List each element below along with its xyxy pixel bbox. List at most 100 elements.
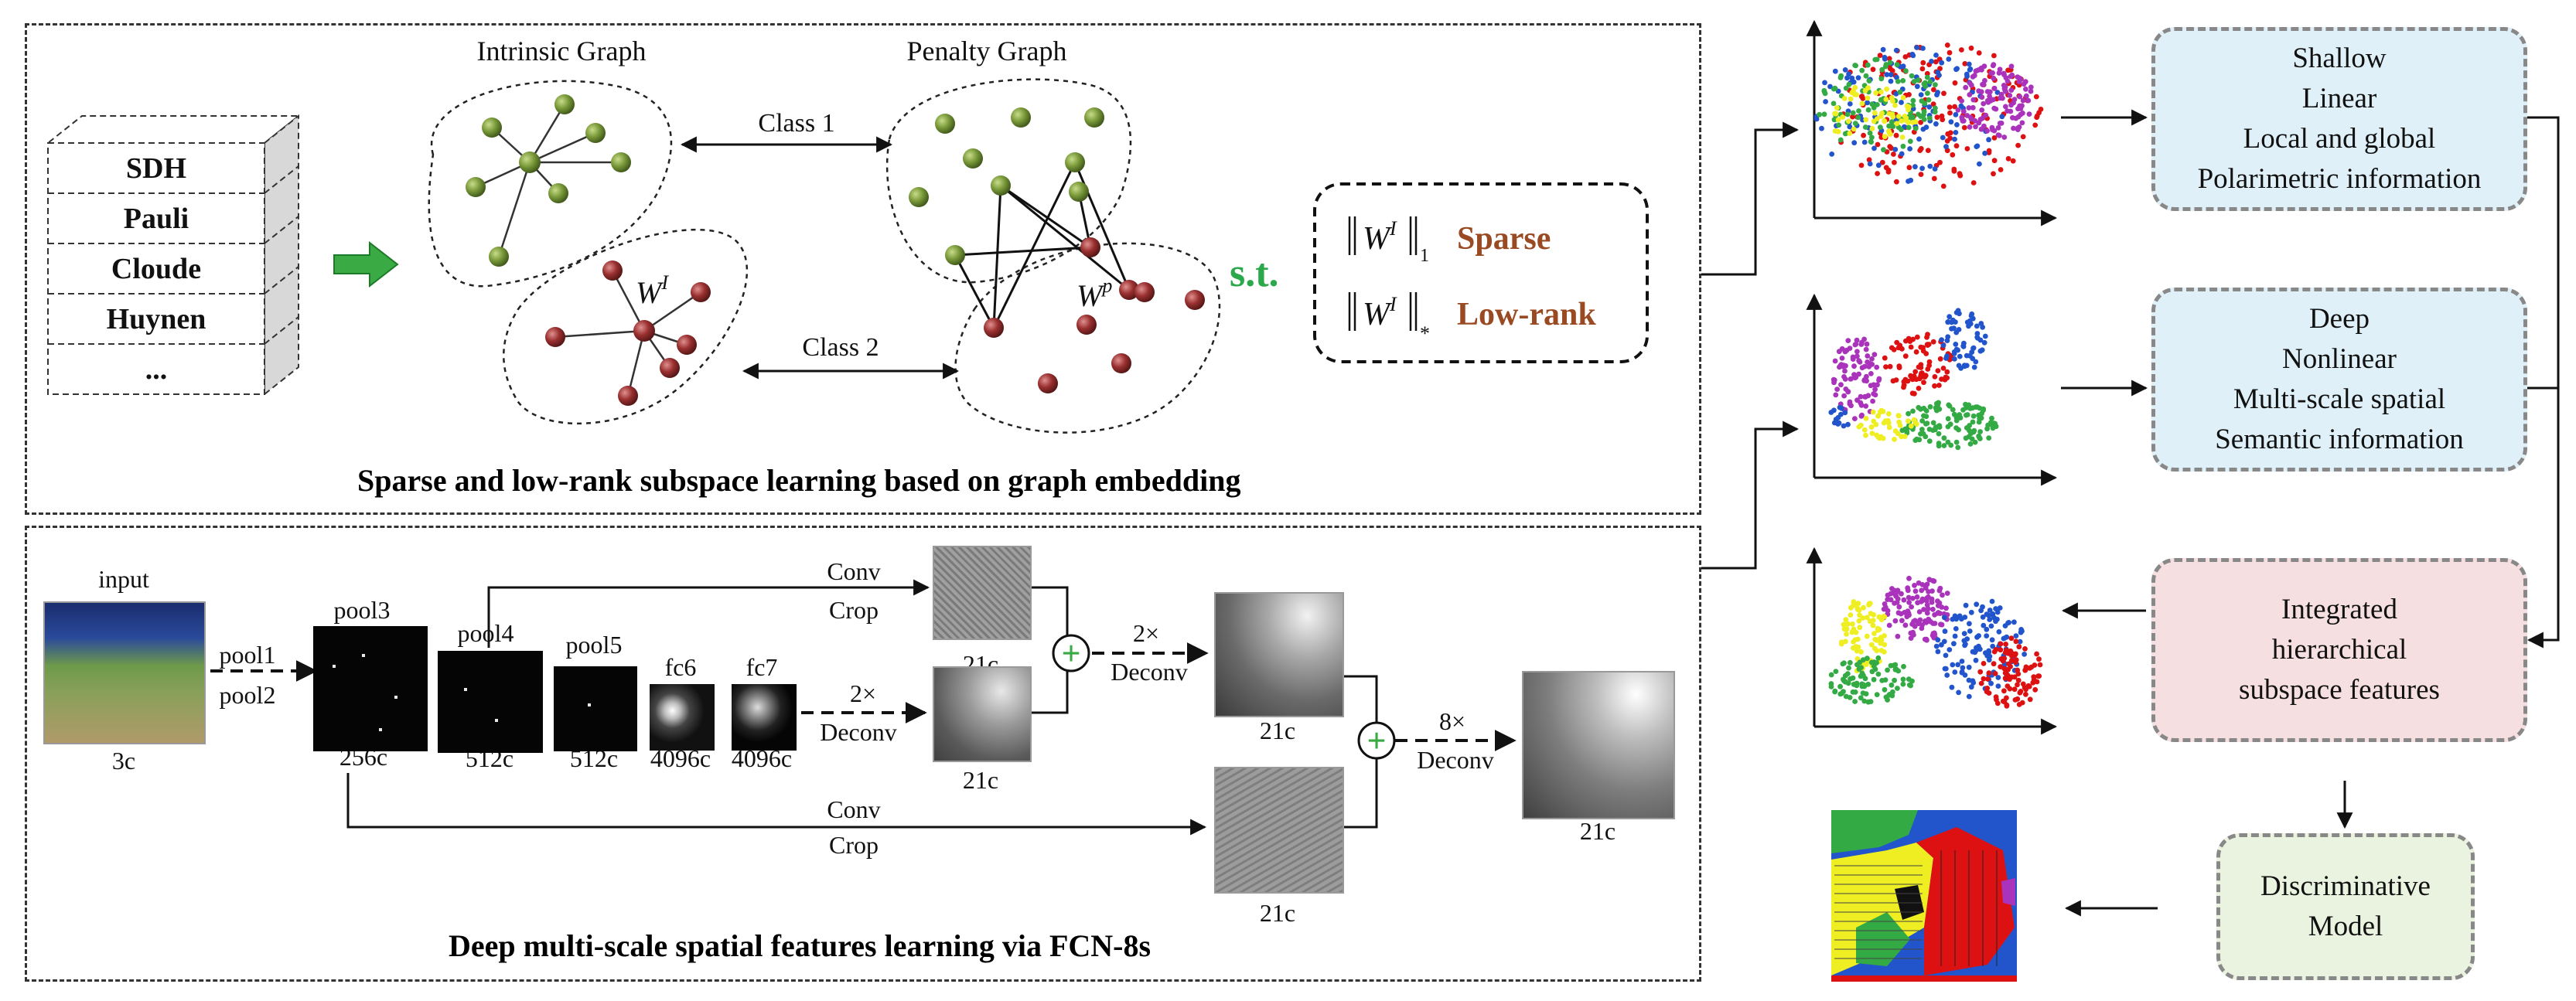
scatter-point [1923, 619, 1929, 625]
scatter-point [1935, 70, 1941, 76]
scatter-point [1885, 420, 1892, 426]
scatter-point [1869, 134, 1875, 141]
scatter-point [1867, 161, 1873, 167]
scatter-point [1856, 108, 1861, 114]
scatter-point [1972, 117, 1978, 124]
scatter-point [1869, 356, 1875, 362]
scatter-point [1813, 116, 1820, 122]
scatter-point [1927, 403, 1933, 410]
scatter-point [1970, 413, 1977, 419]
shallow-to-integrated-bus [2527, 116, 2560, 649]
scatter-point [2036, 656, 2042, 662]
scatter-point [2005, 620, 2011, 626]
scatter-point [1979, 347, 1985, 353]
scatter-point [1883, 97, 1889, 102]
scatter-point [1968, 609, 1974, 615]
scatter-point [1936, 443, 1942, 449]
scatter-point [1847, 124, 1853, 130]
scatter-point [1926, 438, 1933, 444]
scatter-point [1986, 435, 1992, 441]
scatter-point [1895, 610, 1902, 616]
scatter-point [1899, 134, 1906, 140]
scatter-point [1927, 618, 1933, 625]
scatter-point [1980, 324, 1986, 330]
scatter-point [1865, 359, 1871, 365]
scatter-point [2032, 122, 2039, 128]
scatter-point [1875, 162, 1882, 169]
pool3-skip-path [346, 773, 1207, 836]
scatter-point [1878, 648, 1885, 653]
scatter-point [1950, 616, 1956, 622]
scatter-point [1916, 386, 1922, 391]
scatter-point [1974, 323, 1980, 329]
scatter-point [1844, 75, 1850, 81]
scatter-point [1899, 100, 1904, 105]
scatter-point [1964, 73, 1970, 80]
scatter-point [1869, 125, 1875, 131]
scatter-point [1990, 643, 1996, 649]
scatter-point [1997, 121, 2003, 126]
scatter-point [1940, 592, 1945, 598]
scatter-point [1921, 109, 1927, 114]
svg-text:1: 1 [1420, 246, 1429, 266]
scatter-point [1941, 615, 1947, 621]
scatter-point [1930, 631, 1936, 636]
scatter-point [1926, 427, 1933, 432]
scatter-point [1955, 308, 1961, 314]
scatter-point [1888, 597, 1894, 603]
intrinsic-class2-nodes [545, 260, 711, 406]
scatter-point [1853, 374, 1859, 380]
scatter-point [2028, 88, 2034, 94]
scatter-point [1817, 111, 1823, 117]
scatter-point [2018, 627, 2025, 632]
scatter-point [1980, 614, 1986, 620]
scatter-point [1943, 374, 1949, 380]
scatter-point [2030, 679, 2036, 686]
scatter-point [2013, 657, 2019, 663]
scatter-point [1935, 649, 1941, 655]
scatter-point [1875, 382, 1880, 388]
scatter-point [1942, 628, 1948, 635]
out-21c-label: 21c [1260, 717, 1295, 744]
scatter-point [1871, 391, 1877, 397]
scatter-point [1889, 586, 1895, 591]
scatter-point [1871, 382, 1877, 388]
feature-side-divider [264, 316, 299, 345]
scatter-point [1953, 439, 1960, 445]
scatter-point [1914, 45, 1920, 50]
scatter-point [1986, 137, 1992, 143]
scatter-point [1962, 615, 1968, 620]
scatter-point [1906, 92, 1912, 97]
scatter-point [1956, 327, 1962, 332]
scatter-point [1875, 413, 1882, 419]
scatter-point [1933, 53, 1939, 58]
scatter-point [1854, 662, 1860, 668]
scatter-point [2019, 120, 2025, 126]
scatter-point [1905, 378, 1911, 384]
svg-text:WI: WI [1363, 293, 1397, 332]
scatter-point [1979, 107, 1985, 113]
scatter-point [2038, 107, 2044, 112]
scatter-point [1912, 583, 1917, 588]
scatter-point [1981, 676, 1987, 682]
scatter-point [1944, 672, 1950, 678]
scatter-point [2020, 97, 2026, 104]
scatter-point [1998, 647, 2004, 653]
scatter-point [1994, 609, 2001, 615]
scatter-plot-2-axes [1806, 293, 2058, 486]
feature-stack-side-face [264, 114, 299, 397]
scatter-point [1981, 339, 1987, 346]
scatter-point [2013, 651, 2018, 657]
scatter-point [1865, 95, 1871, 101]
scatter-point [1921, 117, 1927, 122]
scatter-point [1864, 660, 1870, 666]
scatter-point [1902, 434, 1908, 439]
scatter-point [1914, 594, 1920, 600]
scatter-point [1977, 416, 1983, 421]
scatter-point [1860, 615, 1866, 621]
scatter-point [1899, 618, 1905, 624]
scatter-point [1926, 97, 1932, 103]
scatter-point [1932, 109, 1938, 115]
w-intrinsic-label: WI [636, 271, 669, 310]
scatter-point [1978, 680, 1984, 686]
